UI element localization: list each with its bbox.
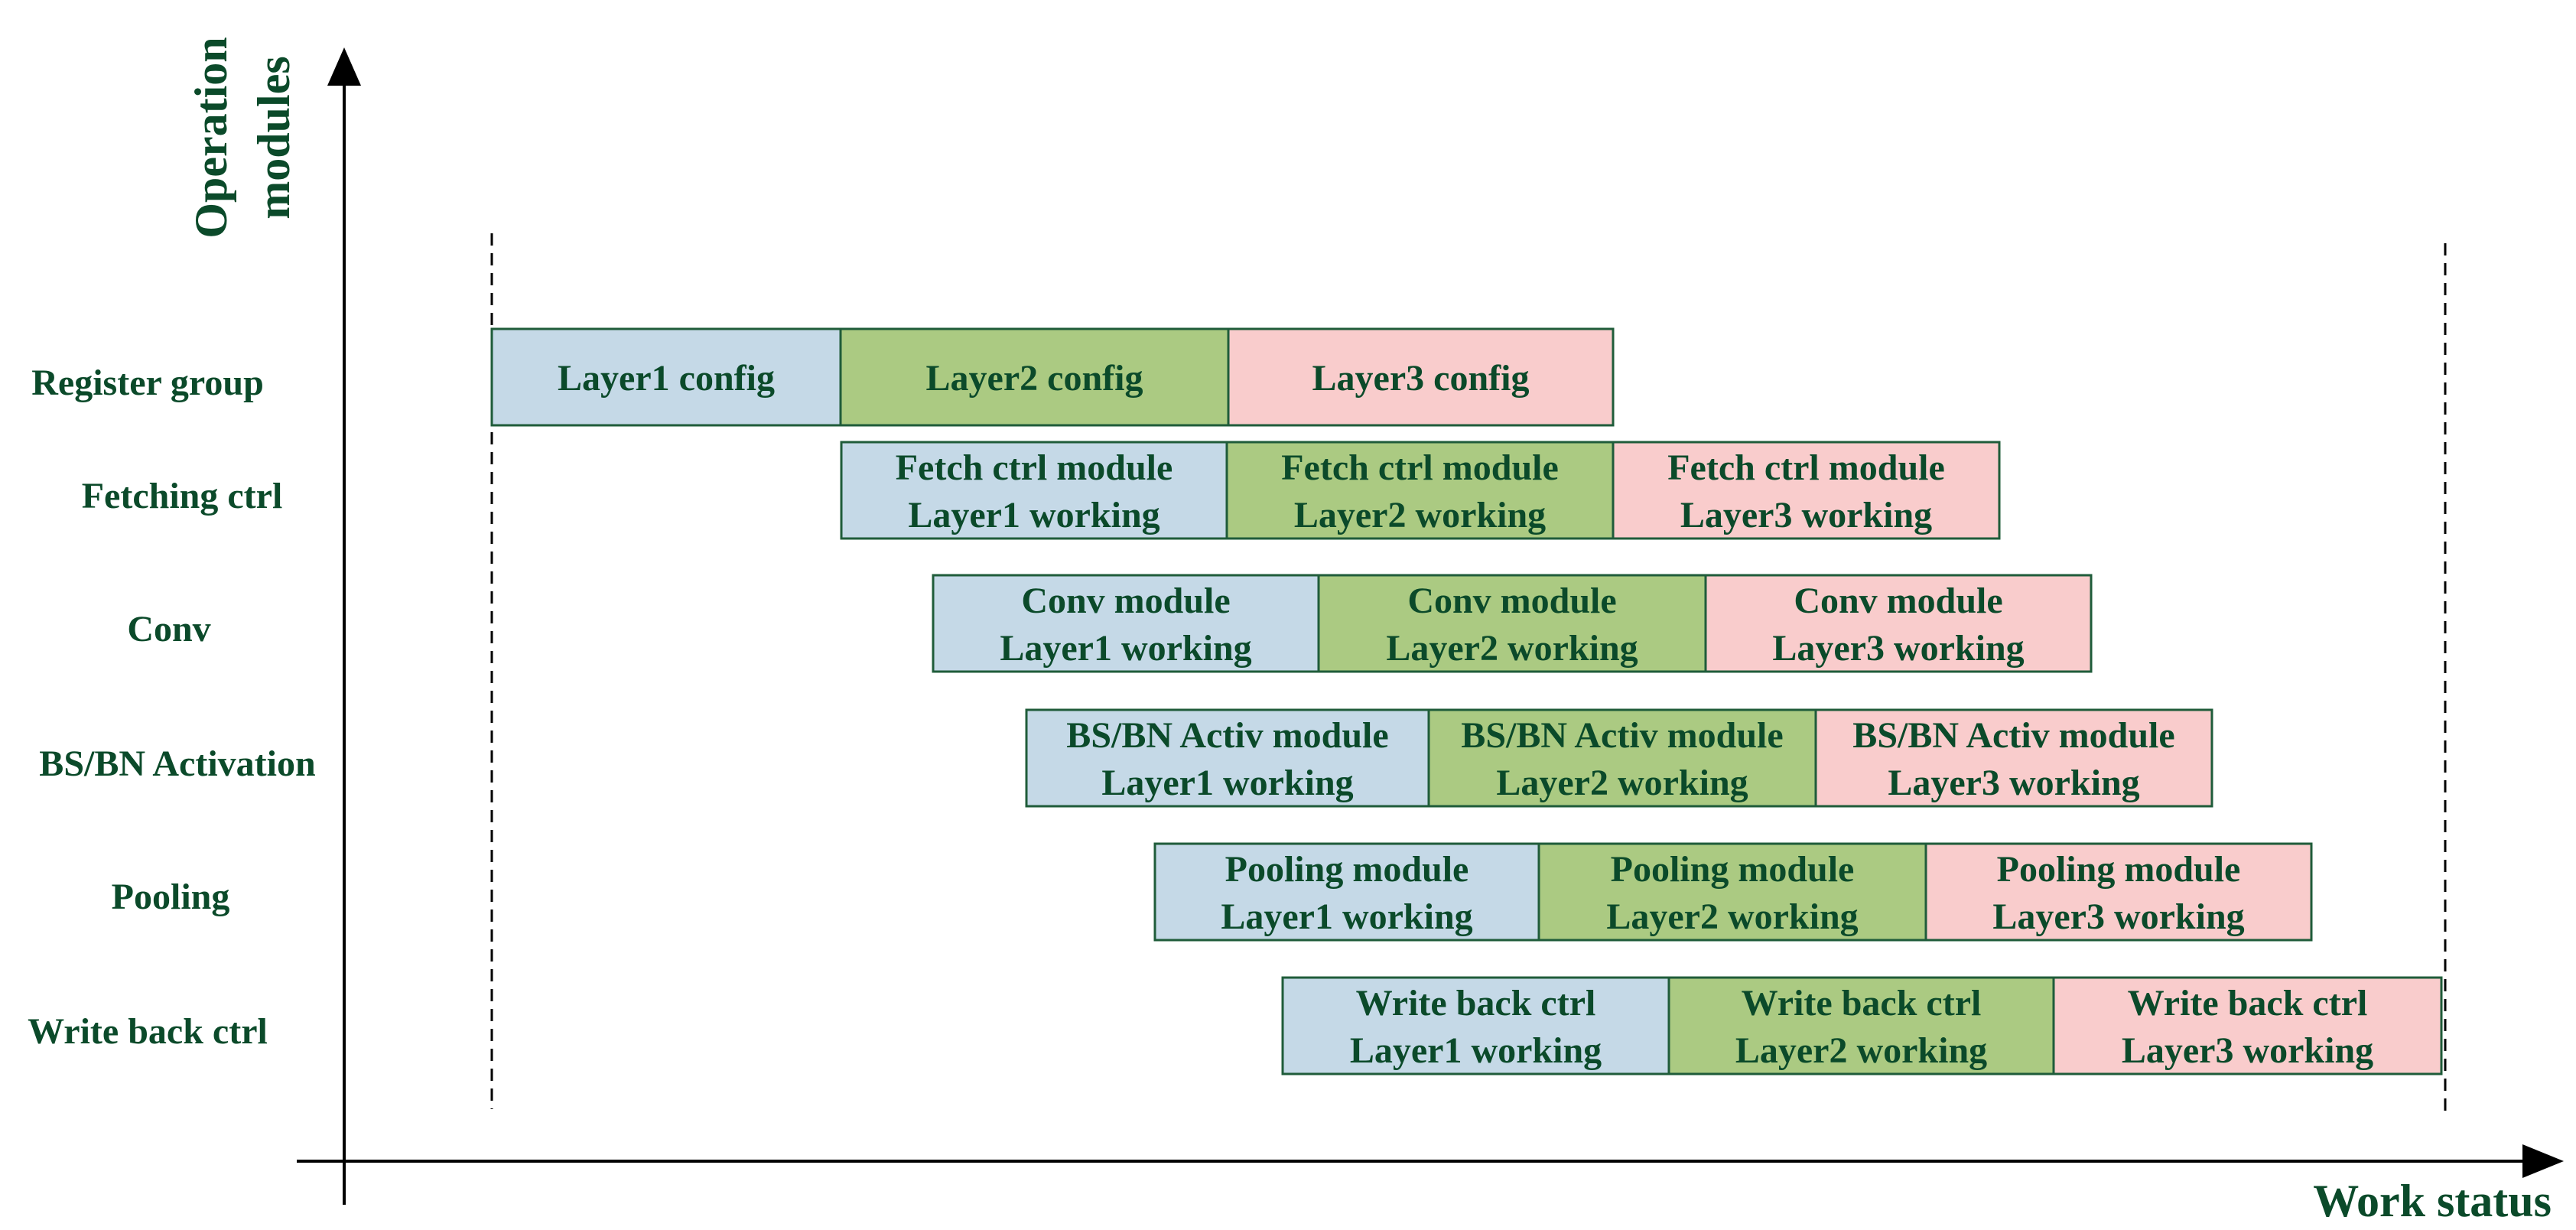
block-text: Layer3 working — [1888, 763, 2139, 803]
block-box — [1317, 574, 1707, 673]
row-label: Write back ctrl — [28, 1011, 268, 1052]
block-text: Layer1 config — [558, 358, 775, 399]
block-text: Conv module — [1407, 581, 1616, 621]
block-text: Layer2 working — [1606, 896, 1858, 937]
block-box — [1814, 708, 2213, 808]
block-text: Write back ctrl — [2128, 983, 2368, 1023]
block-text: Layer3 working — [2122, 1030, 2373, 1071]
block-box — [1612, 441, 2001, 540]
block-text: Layer2 working — [1294, 495, 1546, 535]
block-text: Fetch ctrl module — [1667, 447, 1945, 488]
block-text: Write back ctrl — [1356, 983, 1596, 1023]
block-text: Layer2 config — [926, 358, 1143, 399]
block-text: Layer1 working — [1221, 896, 1472, 937]
layer1-block: Layer1 config — [490, 327, 842, 427]
block-text: Write back ctrl — [1742, 983, 1982, 1023]
block-text: Fetch ctrl module — [1281, 447, 1559, 488]
timeline-blocks: Layer1 config Layer2 config Layer3 configF… — [490, 327, 2443, 1075]
block-text: Layer1 working — [908, 495, 1160, 535]
block-text: Conv module — [1021, 581, 1230, 621]
block-text: Layer1 working — [1000, 628, 1251, 669]
block-box — [1427, 708, 1817, 808]
block-text: Layer2 working — [1496, 763, 1748, 803]
block-text: BS/BN Activ module — [1852, 715, 2174, 756]
block-text: Pooling module — [1997, 849, 2241, 890]
block-text: Pooling module — [1225, 849, 1469, 890]
block-text: Layer2 working — [1386, 628, 1638, 669]
block-box — [1153, 842, 1540, 942]
block-box — [840, 441, 1228, 540]
block-text: BS/BN Activ module — [1461, 715, 1783, 756]
block-box — [1704, 574, 2093, 673]
layer2-block: Layer2 config — [839, 327, 1230, 427]
row-label: Conv — [127, 609, 210, 649]
x-axis-label: Work status — [2313, 1176, 2552, 1226]
block-text: Layer2 working — [1735, 1030, 1987, 1071]
block-box — [1225, 441, 1615, 540]
row-label: Register group — [31, 363, 264, 403]
block-box — [1281, 976, 1670, 1075]
x-axis-arrowhead — [2522, 1144, 2564, 1178]
block-text: Layer3 working — [1680, 495, 1932, 535]
block-text: Pooling module — [1611, 849, 1855, 890]
row-label: BS/BN Activation — [39, 744, 315, 784]
y-axis-label-line2: modules — [249, 56, 299, 219]
block-text: Conv module — [1794, 581, 2002, 621]
row-label: Fetching ctrl — [82, 476, 283, 516]
block-box — [932, 574, 1320, 673]
block-text: BS/BN Activ module — [1066, 715, 1388, 756]
block-text: Layer3 config — [1312, 358, 1530, 399]
block-box — [490, 327, 842, 427]
block-box — [2052, 976, 2443, 1075]
y-axis-label-line1: Operation — [186, 37, 236, 238]
row-label: Pooling — [112, 877, 230, 917]
block-box — [1537, 842, 1927, 942]
block-box — [1667, 976, 2055, 1075]
block-text: Layer1 working — [1350, 1030, 1602, 1071]
block-box — [1227, 327, 1615, 427]
block-text: Layer3 working — [1772, 628, 2024, 669]
layer3-block: Layer3 config — [1227, 327, 1615, 427]
block-box — [1924, 842, 2313, 942]
y-axis-arrowhead — [327, 47, 361, 86]
block-text: Layer3 working — [1992, 896, 2244, 937]
block-text: Fetch ctrl module — [896, 447, 1173, 488]
block-text: Layer1 working — [1101, 763, 1353, 803]
